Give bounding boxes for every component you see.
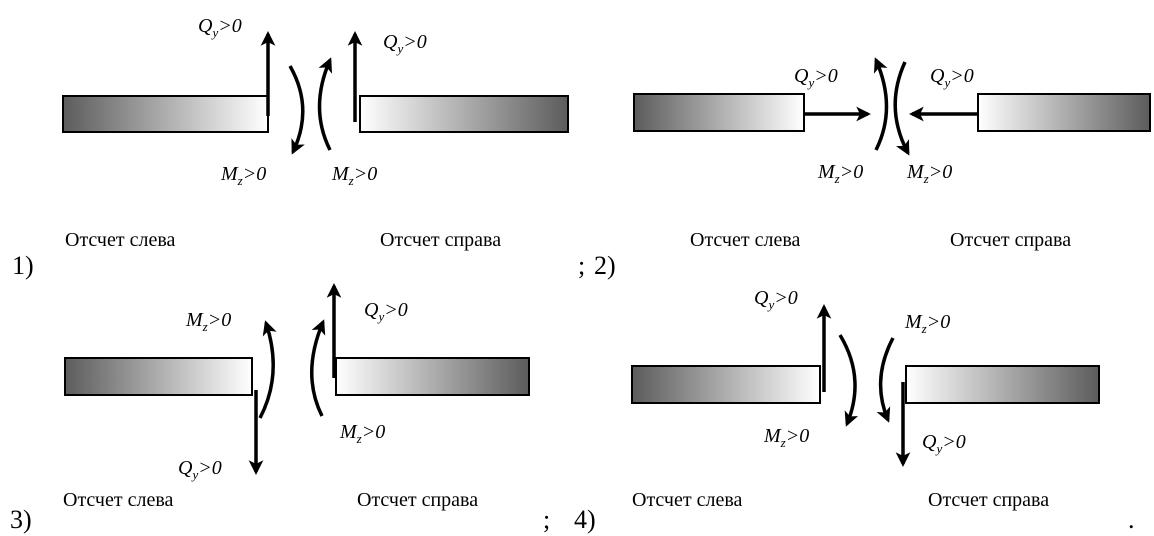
moment-label-right: Mz>0: [904, 311, 950, 336]
moment-label-right: Mz>0: [906, 161, 952, 186]
moment-arrow-right: [317, 57, 333, 151]
option-3: Mz>0 Qy>0 Mz>0 Qy>0 Отсчет слева Отсчет …: [10, 283, 530, 534]
separator: ;: [578, 251, 585, 280]
shear-label-right: Qy>0: [364, 299, 408, 324]
moment-arrow-right: [893, 61, 910, 156]
separator: ;: [543, 505, 550, 534]
caption-left: Отсчет слева: [65, 229, 175, 251]
option-2: ; 2) Qy>0 Qy>0 Mz>0 Mz>0 Отсчет слева От…: [578, 57, 1151, 280]
shear-label-right: Qy>0: [922, 431, 966, 456]
moment-label-left: Mz>0: [763, 425, 809, 450]
option-number: 4): [574, 505, 596, 534]
caption-right: Отсчет справа: [357, 489, 478, 511]
beam-right-segment: [335, 357, 530, 396]
moment-arrow-left: [873, 57, 889, 151]
moment-arrow-right: [876, 337, 895, 423]
shear-label-left: Qy>0: [198, 15, 242, 40]
moment-label-left: Mz>0: [817, 161, 863, 186]
moment-label-right: Mz>0: [339, 421, 385, 446]
option-number: 2): [594, 251, 616, 280]
caption-left: Отсчет слева: [63, 489, 173, 511]
caption-right: Отсчет справа: [950, 229, 1071, 251]
moment-arrow-right: [310, 319, 326, 417]
beam-left-segment: [633, 93, 805, 132]
option-1: Qy>0 Qy>0 Mz>0 Mz>0 Отсчет слева Отсчет …: [12, 15, 569, 280]
terminal-period: .: [1128, 505, 1135, 534]
beam-right-segment: [905, 365, 1100, 404]
beam-right-segment: [977, 93, 1151, 132]
moment-arrow-left: [258, 320, 277, 419]
shear-label-left: Qy>0: [794, 65, 838, 90]
shear-label-left: Qy>0: [754, 287, 798, 312]
caption-left: Отсчет слева: [690, 229, 800, 251]
shear-label-right: Qy>0: [930, 65, 974, 90]
moment-label-left: Mz>0: [185, 309, 231, 334]
option-number: 3): [10, 505, 32, 534]
beam-left-segment: [62, 95, 269, 133]
moment-arrow-left: [838, 334, 859, 427]
caption-right: Отсчет справа: [928, 489, 1049, 511]
moment-label-left: Mz>0: [220, 163, 266, 188]
shear-label-right: Qy>0: [383, 31, 427, 56]
option-4: ; 4) Qy>0 Mz>0 Mz>0 Qy>0 Отсчет слева От…: [543, 287, 1135, 534]
beam-left-segment: [64, 357, 253, 396]
caption-right: Отсчет справа: [380, 229, 501, 251]
beam-right-segment: [359, 95, 569, 133]
option-number: 1): [12, 251, 34, 280]
moment-arrow-left: [288, 65, 305, 155]
moment-label-right: Mz>0: [331, 163, 377, 188]
shear-label-left: Qy>0: [178, 457, 222, 482]
beam-left-segment: [631, 365, 821, 404]
caption-left: Отсчет слева: [632, 489, 742, 511]
